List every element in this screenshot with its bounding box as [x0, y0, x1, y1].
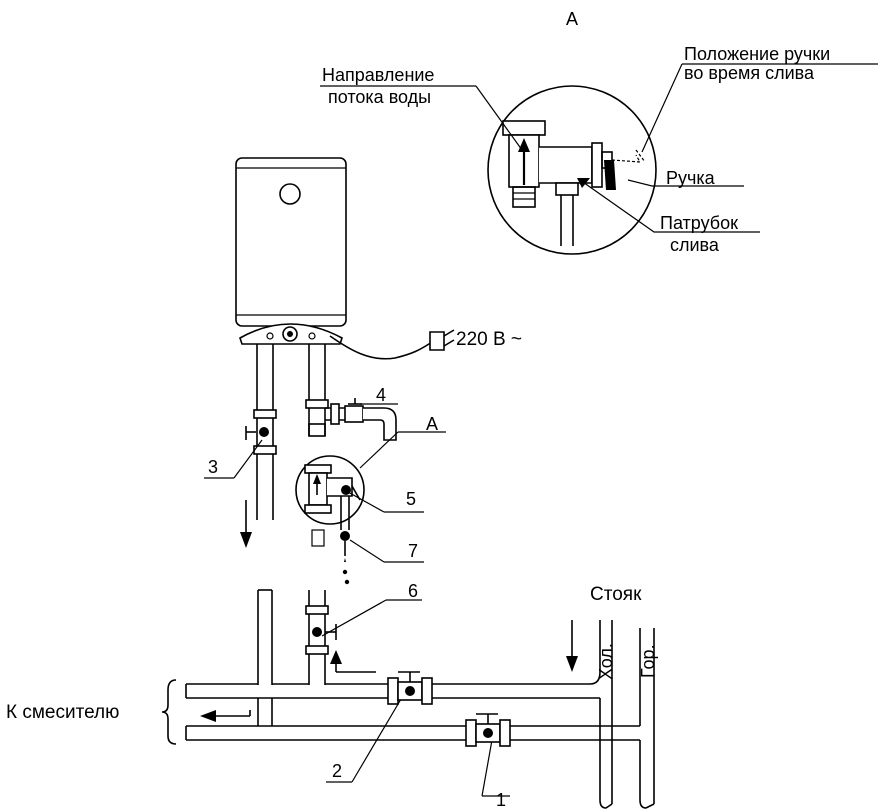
heater-outlet-pipe — [305, 344, 397, 441]
handle-position-label-line1: Положение ручки — [684, 44, 830, 64]
callout-3: 3 — [208, 457, 218, 477]
riser-label: Стояк — [590, 584, 642, 605]
callout-a-circle — [295, 455, 365, 530]
cold-riser-label: Хол. — [596, 643, 616, 680]
to-mixer-label: К смесителю — [6, 702, 119, 723]
callout-a: А — [426, 414, 438, 434]
handle-position-label-line2: во время слива — [684, 63, 815, 83]
detail-view-a — [487, 85, 760, 255]
voltage-label: 220 В ~ — [456, 329, 522, 350]
drain-label-line1: Патрубок — [660, 213, 738, 233]
drain-label-line2: слива — [670, 235, 720, 255]
callout-6: 6 — [408, 581, 418, 601]
water-flow-label-line1: Направление — [322, 65, 434, 85]
heater-inlet-pipe — [245, 344, 277, 520]
handle-label: Ручка — [666, 168, 716, 188]
callout-5: 5 — [406, 489, 416, 509]
water-flow-label-line2: потока воды — [328, 87, 431, 107]
callout-4: 4 — [376, 385, 386, 405]
hot-riser-label: Гор. — [638, 644, 658, 678]
callout-7: 7 — [408, 541, 418, 561]
callout-2: 2 — [332, 761, 342, 781]
supply-piping: Стояк — [6, 584, 658, 809]
callout-1: 1 — [496, 790, 506, 810]
water-heater-tank — [235, 157, 347, 345]
view-a-title: А — [566, 9, 578, 29]
callouts: 4 А 3 5 7 6 2 1 — [204, 385, 510, 810]
